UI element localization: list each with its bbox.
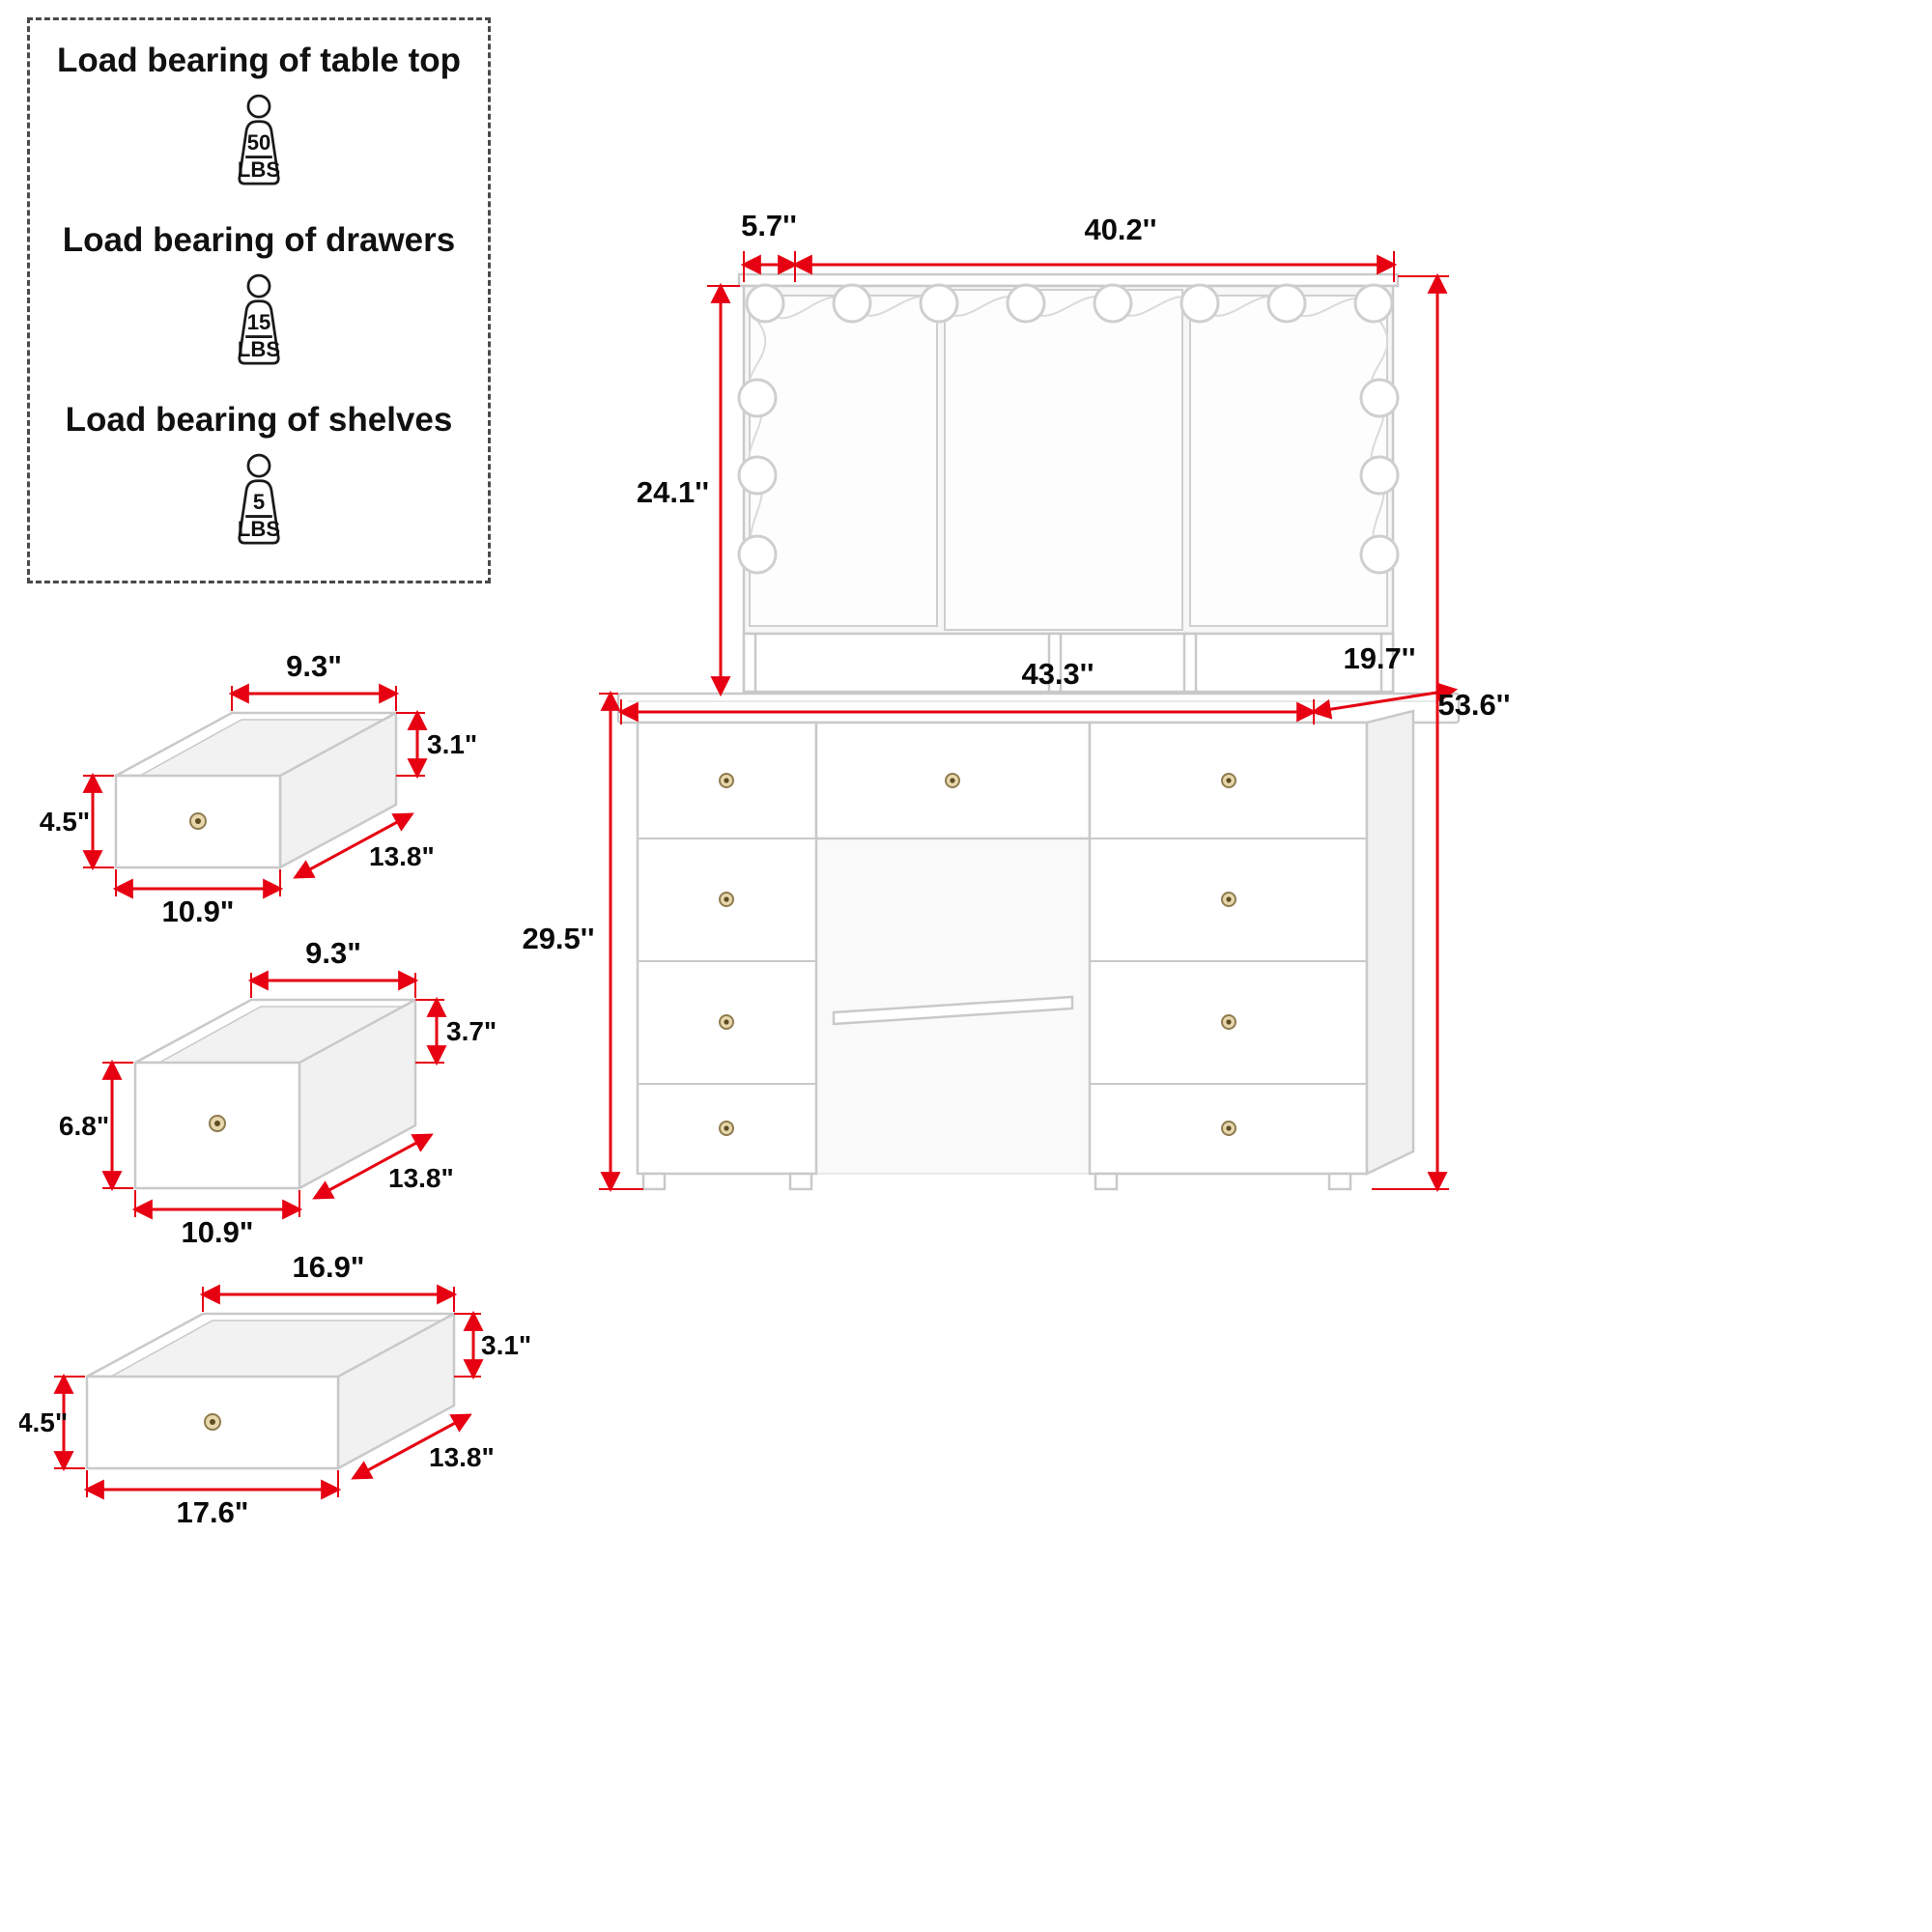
dim-label-front-height: 4.5" [19, 1407, 68, 1437]
load-bearing-label: Load bearing of table top [56, 42, 462, 79]
drawer-dimensions: 9.3" 3.7" 6.8" 10.9" 13.8" [59, 936, 497, 1249]
mirror-panel-right [1189, 295, 1388, 627]
left-pedestal [636, 721, 818, 1176]
weight-icon: 50 LBS [238, 94, 280, 185]
weight-value: 5 [253, 490, 265, 514]
dim-label-table-height: 29.5'' [522, 922, 594, 955]
mirror-panel-left [749, 295, 938, 627]
light-bulb [1006, 283, 1046, 324]
light-bulbs [737, 283, 1400, 575]
side-panel [1365, 709, 1415, 1176]
load-bearing-panel: Load bearing of table top 50 LBS Load be… [27, 17, 491, 583]
dim-label-mirror-height: 24.1'' [637, 475, 709, 509]
light-bulb [737, 455, 778, 496]
dim-label-top-depth: 5.7'' [741, 209, 797, 242]
weight-unit: LBS [238, 517, 280, 541]
dim-label-depth: 13.8" [388, 1163, 454, 1193]
light-bulb [1359, 534, 1400, 575]
dim-label-back-height: 3.1" [481, 1330, 531, 1360]
drawer-diagram-2: 9.3" 3.7" 6.8" 10.9" 13.8" [59, 936, 497, 1249]
weight-unit: LBS [238, 337, 280, 361]
mirror-cabinet [737, 272, 1400, 636]
drawer-box [133, 997, 417, 1191]
light-bulb [1179, 283, 1220, 324]
dim-label-depth: 13.8" [429, 1442, 495, 1472]
mirror-panel-center [944, 289, 1183, 631]
load-bearing-item-tabletop: Load bearing of table top 50 LBS [57, 42, 461, 192]
foot [1327, 1172, 1352, 1191]
light-bulb [737, 378, 778, 418]
drawer-knob [189, 812, 207, 830]
dim-label-top-width: 9.3" [286, 649, 342, 683]
foot [641, 1172, 667, 1191]
dim-label-tabletop-depth: 19.7'' [1343, 641, 1415, 675]
weight-icon: 5 LBS [238, 453, 280, 545]
vanity-diagram: 5.7'' 40.2'' 24.1'' 43.3'' 19.7'' 53.6''… [522, 209, 1511, 1193]
dim-label-depth: 13.8" [369, 841, 435, 871]
light-bulb [1093, 283, 1133, 324]
drawer-knob [204, 1413, 221, 1431]
right-pedestal [1088, 721, 1369, 1176]
load-bearing-label: Load bearing of shelves [65, 401, 453, 439]
dim-label-back-height: 3.1" [427, 729, 477, 759]
light-bulb [737, 534, 778, 575]
foot [1094, 1172, 1119, 1191]
light-bulb [919, 283, 959, 324]
hutch-shelf [742, 632, 1395, 694]
weight-value: 15 [247, 310, 271, 334]
weight-unit: LBS [238, 157, 280, 182]
drawer-diagram-3: 16.9" 3.1" 4.5" 17.6" 13.8" [19, 1250, 531, 1529]
desk-body [636, 709, 1415, 1191]
drawer-knobs [719, 773, 1236, 1136]
light-bulb [1266, 283, 1307, 324]
light-bulb [1353, 283, 1394, 324]
dim-label-tabletop-width: 43.3'' [1021, 657, 1094, 691]
light-bulb [832, 283, 872, 324]
dim-label-mirror-width: 40.2'' [1084, 213, 1156, 246]
dim-label-bottom-width: 10.9" [181, 1215, 253, 1249]
vanity-dimensions: 5.7'' 40.2'' 24.1'' 43.3'' 19.7'' 53.6''… [522, 209, 1511, 1193]
dim-label-front-height: 6.8" [59, 1111, 109, 1141]
load-bearing-item-shelves: Load bearing of shelves 5 LBS [65, 401, 453, 552]
drawer-box [85, 1311, 456, 1471]
dim-label-total-height: 53.6'' [1437, 688, 1510, 722]
dim-label-bottom-width: 17.6" [176, 1495, 248, 1529]
drawer-dimensions: 9.3" 3.1" 4.5" 10.9" 13.8" [40, 649, 477, 928]
foot [788, 1172, 813, 1191]
load-bearing-label: Load bearing of drawers [62, 221, 456, 259]
light-bulb [745, 283, 785, 324]
drawer-knob [209, 1115, 226, 1132]
light-bulb [1359, 378, 1400, 418]
dim-label-front-height: 4.5" [40, 807, 90, 837]
knee-space-shelf [832, 995, 1074, 1026]
load-bearing-item-drawers: Load bearing of drawers 15 LBS [63, 221, 455, 372]
light-bulb [1359, 455, 1400, 496]
drawer-diagram-1: 9.3" 3.1" 4.5" 10.9" 13.8" [40, 649, 477, 928]
dim-label-top-width: 9.3" [305, 936, 361, 970]
weight-value: 50 [247, 130, 271, 155]
dim-label-back-height: 3.7" [446, 1016, 497, 1046]
dim-label-bottom-width: 10.9" [161, 895, 234, 928]
dim-label-top-width: 16.9" [292, 1250, 364, 1284]
drawer-dimensions: 16.9" 3.1" 4.5" 17.6" 13.8" [19, 1250, 531, 1529]
weight-icon: 15 LBS [238, 273, 280, 365]
